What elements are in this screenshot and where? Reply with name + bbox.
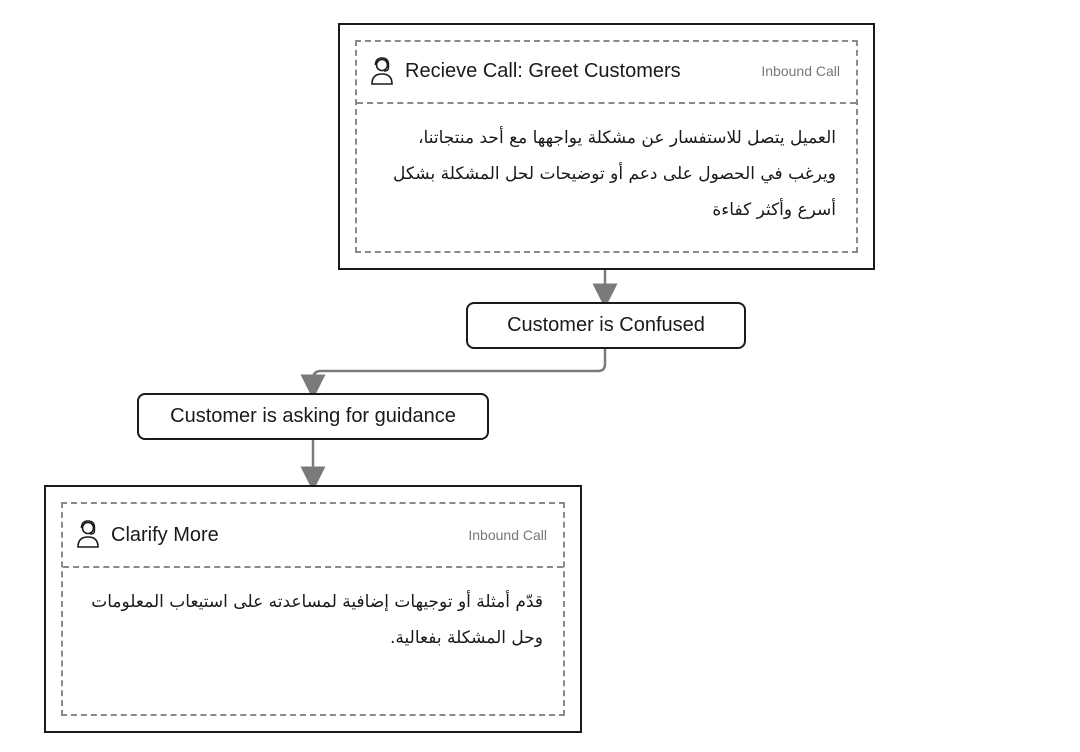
node-header: Clarify More Inbound Call — [63, 504, 563, 568]
node-description: قدّم أمثلة أو توجيهات إضافية لمساعدته عل… — [91, 592, 543, 648]
node-title: Clarify More — [111, 524, 219, 546]
condition-customer-confused[interactable]: Customer is Confused — [466, 302, 746, 349]
node-description: العميل يتصل للاستفسار عن مشكلة يواجهها م… — [393, 128, 836, 220]
node-clarify-more[interactable]: Clarify More Inbound Call قدّم أمثلة أو … — [44, 485, 582, 733]
condition-label: Customer is asking for guidance — [170, 405, 456, 427]
condition-label: Customer is Confused — [507, 314, 705, 336]
node-title: Recieve Call: Greet Customers — [405, 60, 681, 82]
node-inner-frame: Recieve Call: Greet Customers Inbound Ca… — [355, 40, 858, 253]
node-inner-frame: Clarify More Inbound Call قدّم أمثلة أو … — [61, 502, 565, 716]
node-header: Recieve Call: Greet Customers Inbound Ca… — [357, 42, 856, 104]
condition-asking-guidance[interactable]: Customer is asking for guidance — [137, 393, 489, 440]
person-headset-icon — [371, 57, 393, 85]
node-greet-customers[interactable]: Recieve Call: Greet Customers Inbound Ca… — [338, 23, 875, 270]
node-tag: Inbound Call — [468, 527, 547, 543]
node-tag: Inbound Call — [761, 63, 840, 79]
person-headset-icon — [77, 520, 99, 548]
connector-confused-to-guidance — [300, 349, 607, 400]
